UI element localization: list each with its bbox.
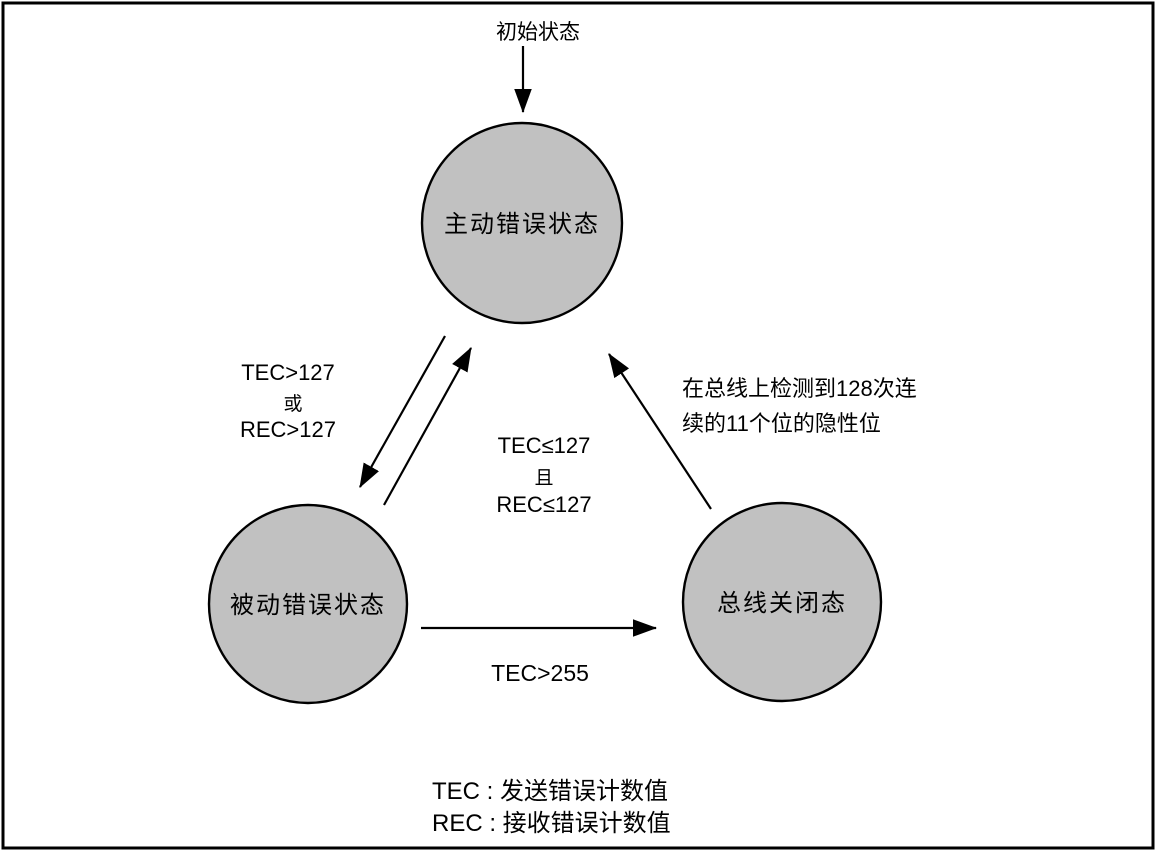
cond-passive-to-busoff: TEC>255 [491, 660, 589, 686]
arrow-passive-to-active [383, 347, 472, 506]
cond-passive-to-active-op: 且 [534, 468, 553, 489]
cond-active-to-passive-line2: REC>127 [240, 417, 336, 442]
legend-rec: REC : 接收错误计数值 [432, 810, 671, 837]
state-circle-active-error [420, 121, 624, 325]
arrow-busoff-to-active [608, 353, 712, 510]
state-circle-bus-off [681, 501, 883, 703]
cond-active-to-passive-line1: TEC>127 [241, 360, 335, 385]
state-label-active-error: 主动错误状态 [444, 211, 600, 238]
cond-active-to-passive-op: 或 [283, 393, 302, 415]
state-label-bus-off: 总线关闭态 [717, 590, 847, 617]
legend-tec: TEC : 发送错误计数值 [432, 778, 668, 805]
cond-busoff-to-active-line2: 续的11个位的隐性位 [682, 411, 881, 436]
initial-state-label: 初始状态 [496, 21, 580, 44]
arrow-active-to-passive [359, 335, 446, 488]
cond-passive-to-active-line2: REC≤127 [496, 492, 591, 517]
state-label-passive-error: 被动错误状态 [230, 592, 386, 619]
cond-busoff-to-active-line1: 在总线上检测到128次连 [682, 376, 917, 401]
cond-passive-to-active-line1: TEC≤127 [498, 433, 591, 458]
state-circle-passive-error [207, 503, 409, 705]
